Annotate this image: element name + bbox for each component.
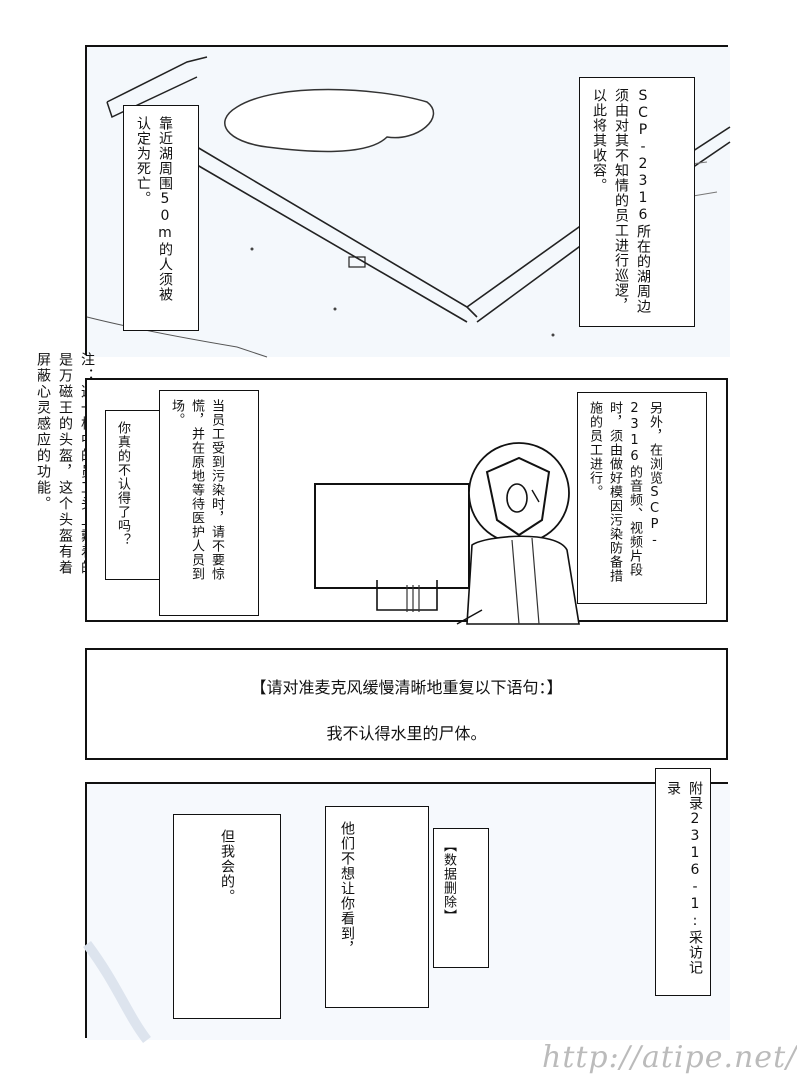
appendix-text: 附录2316-1:采访记录 bbox=[665, 781, 703, 975]
caption-text: 靠近湖周围50m的人须被认定为死亡。 bbox=[135, 116, 173, 302]
caption-text: 当员工受到污染时，请不要惊慌，并在原地等待医护人员到场。 bbox=[169, 399, 224, 581]
caption-box-right: 另外，在浏览SCP-2316的音频、视频片段时，须由做好模因污染防备措施的员工进… bbox=[577, 392, 707, 604]
speech-bubble-inner: 你真的不认得了吗？ bbox=[105, 410, 165, 580]
speech-bubble-mid: 他们不想让你看到， bbox=[325, 806, 429, 1008]
caption-box-left: 当员工受到污染时，请不要惊慌，并在原地等待医护人员到场。 bbox=[159, 390, 259, 616]
watermark: http://atipe.net/ bbox=[542, 1040, 797, 1075]
speech-text: 他们不想让你看到， bbox=[339, 821, 355, 956]
panel-lake-overview: 靠近湖周围50m的人须被认定为死亡。 SCP-2316所在的湖周边须由对其不知情… bbox=[85, 45, 731, 358]
caption-box-right: SCP-2316所在的湖周边须由对其不知情的员工进行巡逻，以此将其收容。 bbox=[579, 77, 695, 327]
panel-employee-monitor: 你真的不认得了吗？ 当员工受到污染时，请不要惊慌，并在原地等待医护人员到场。 另… bbox=[85, 378, 728, 625]
speech-text: 但我会的。 bbox=[219, 829, 235, 904]
caption-text: SCP-2316所在的湖周边须由对其不知情的员工进行巡逻，以此将其收容。 bbox=[591, 88, 651, 314]
panel-interview: 但我会的。 他们不想让你看到， 【数据删除】 bbox=[82, 782, 730, 1044]
speech-bubble-left: 但我会的。 bbox=[173, 814, 281, 1019]
caption-box-left: 靠近湖周围50m的人须被认定为死亡。 bbox=[123, 105, 199, 331]
speech-text: 你真的不认得了吗？ bbox=[115, 421, 130, 547]
caption-text: 另外，在浏览SCP-2316的音频、视频片段时，须由做好模因污染防备措施的员工进… bbox=[587, 401, 662, 583]
employee-illustration bbox=[314, 442, 580, 625]
redacted-box: 【数据删除】 bbox=[433, 828, 489, 968]
phrase-line: 我不认得水里的尸体。 bbox=[326, 724, 487, 743]
instruction-line: 【请对准麦克风缓慢清晰地重复以下语句：】 bbox=[250, 678, 563, 697]
panel-instruction: 【请对准麦克风缓慢清晰地重复以下语句：】 我不认得水里的尸体。 bbox=[85, 648, 728, 760]
redacted-text: 【数据删除】 bbox=[441, 839, 456, 923]
appendix-tag: 附录2316-1:采访记录 bbox=[655, 768, 711, 996]
